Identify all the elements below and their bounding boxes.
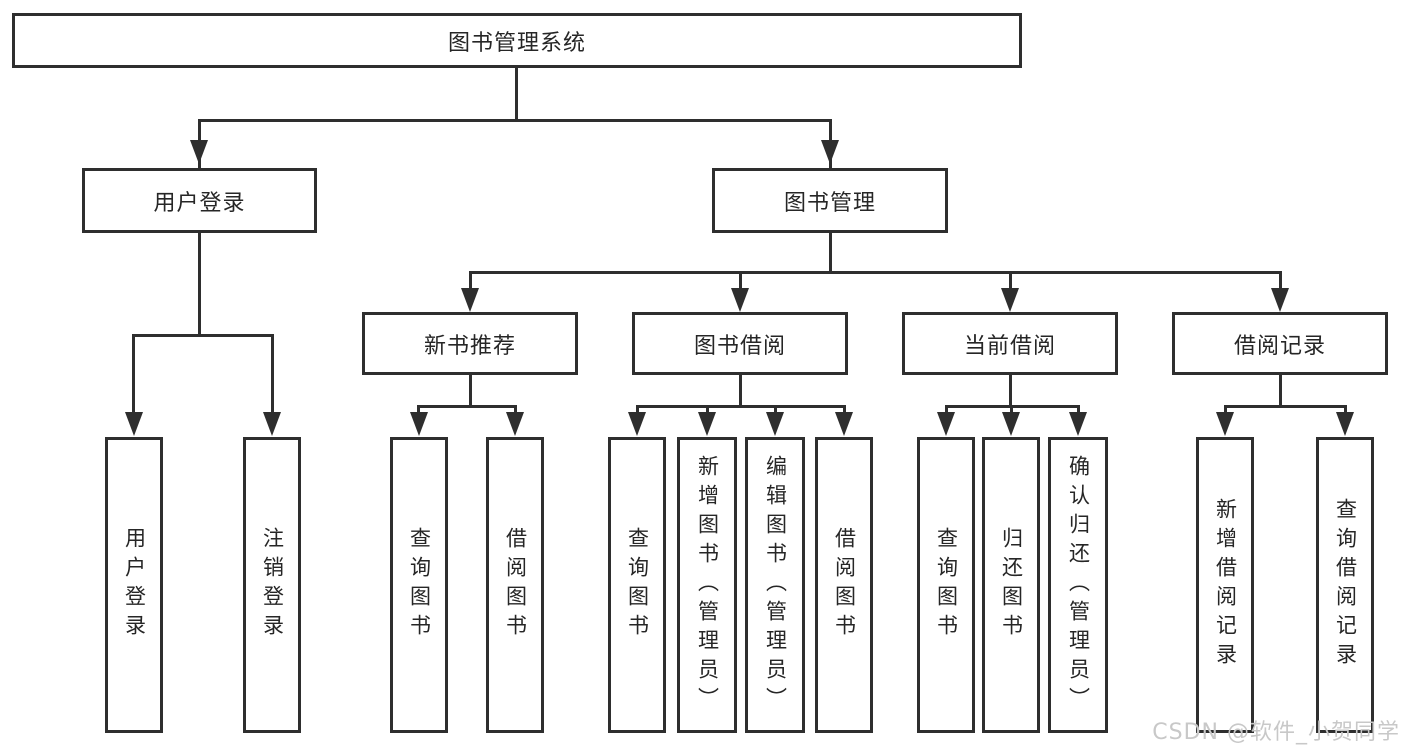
arrow-down-icon: [506, 412, 524, 436]
leaf-borrow-books-recommend: 借阅图书: [486, 437, 544, 733]
leaf-logout: 注销登录: [243, 437, 301, 733]
arrow-down-icon: [937, 412, 955, 436]
connector-line: [1224, 405, 1346, 408]
connector-line: [271, 334, 274, 414]
leaf-confirm-return-admin: 确认归还（管理员）: [1048, 437, 1108, 733]
connector-line: [1279, 271, 1282, 291]
node-current-borrow: 当前借阅: [902, 312, 1118, 375]
connector-line: [1077, 405, 1080, 414]
arrow-down-icon: [698, 412, 716, 436]
connector-line: [514, 405, 517, 414]
arrow-down-icon: [1216, 412, 1234, 436]
watermark: CSDN @软件_小贺同学: [1152, 720, 1400, 745]
connector-line: [636, 405, 846, 408]
arrow-down-icon: [1271, 288, 1289, 312]
connector-line: [515, 68, 518, 120]
leaf-query-books-recommend: 查询图书: [390, 437, 448, 733]
arrow-down-icon: [731, 288, 749, 312]
connector-line: [469, 271, 1282, 274]
arrow-down-icon: [821, 140, 839, 164]
arrow-down-icon: [1001, 288, 1019, 312]
connector-line: [469, 271, 472, 291]
connector-line: [1344, 405, 1347, 414]
connector-line: [1010, 405, 1013, 414]
connector-line: [945, 405, 948, 414]
arrow-down-icon: [461, 288, 479, 312]
connector-line: [739, 271, 742, 291]
connector-line: [829, 233, 832, 273]
arrow-down-icon: [410, 412, 428, 436]
arrow-down-icon: [1336, 412, 1354, 436]
leaf-edit-book-admin: 编辑图书（管理员）: [745, 437, 805, 733]
arrow-down-icon: [766, 412, 784, 436]
connector-line: [1279, 375, 1282, 407]
connector-line: [198, 233, 201, 337]
leaf-user-login: 用户登录: [105, 437, 163, 733]
arrow-down-icon: [263, 412, 281, 436]
connector-line: [469, 375, 472, 407]
leaf-query-books-borrow: 查询图书: [608, 437, 666, 733]
connector-line: [1224, 405, 1227, 414]
arrow-down-icon: [835, 412, 853, 436]
leaf-query-borrow-record: 查询借阅记录: [1316, 437, 1374, 733]
node-user-login: 用户登录: [82, 168, 317, 233]
leaf-borrow-books: 借阅图书: [815, 437, 873, 733]
connector-line: [774, 405, 777, 414]
connector-line: [417, 405, 420, 414]
arrow-down-icon: [628, 412, 646, 436]
connector-line: [843, 405, 846, 414]
leaf-add-borrow-record: 新增借阅记录: [1196, 437, 1254, 733]
connector-line: [706, 405, 709, 414]
connector-line: [636, 405, 639, 414]
node-new-book-recommend: 新书推荐: [362, 312, 578, 375]
connector-line: [132, 334, 274, 337]
arrow-down-icon: [125, 412, 143, 436]
arrow-down-icon: [1002, 412, 1020, 436]
leaf-query-books-current: 查询图书: [917, 437, 975, 733]
connector-line: [132, 334, 135, 414]
connector-line: [739, 375, 742, 407]
node-root: 图书管理系统: [12, 13, 1022, 68]
node-book-borrow: 图书借阅: [632, 312, 848, 375]
node-book-management: 图书管理: [712, 168, 948, 233]
connector-line: [417, 405, 517, 408]
connector-line: [1009, 271, 1012, 291]
arrow-down-icon: [190, 140, 208, 164]
arrow-down-icon: [1069, 412, 1087, 436]
connector-line: [198, 119, 832, 122]
leaf-return-book: 归还图书: [982, 437, 1040, 733]
leaf-add-book-admin: 新增图书（管理员）: [677, 437, 737, 733]
connector-line: [1009, 375, 1012, 407]
node-borrow-records: 借阅记录: [1172, 312, 1388, 375]
